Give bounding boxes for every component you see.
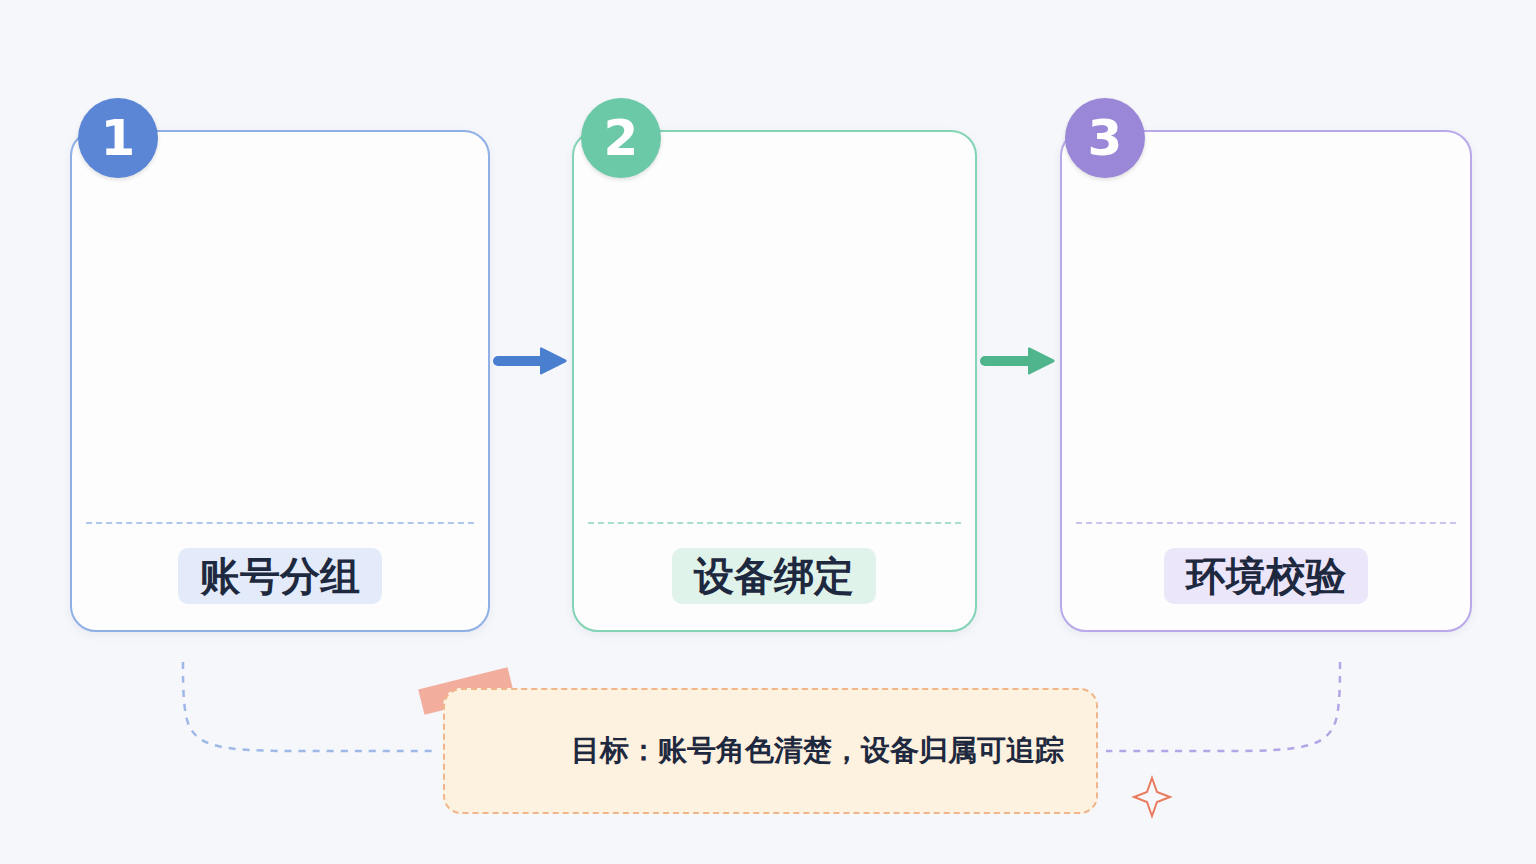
flow-arrow — [985, 356, 1032, 366]
goal-text: 目标：账号角色清楚，设备归属可追踪 — [571, 733, 1064, 768]
step-card: 环境校验3 — [1060, 130, 1472, 632]
flow-arrow — [498, 356, 544, 366]
step-number-text: 2 — [604, 113, 639, 163]
goal-note: 目标：账号角色清楚，设备归属可追踪 — [443, 688, 1098, 814]
dashed-connector — [1106, 662, 1340, 751]
card-separator — [1076, 522, 1456, 524]
step-number-text: 3 — [1088, 113, 1123, 163]
step-title: 账号分组 — [178, 548, 382, 604]
step-title: 设备绑定 — [672, 548, 876, 604]
card-separator — [588, 522, 961, 524]
step-number: 3 — [1065, 98, 1145, 178]
step-card: 设备绑定2 — [572, 130, 977, 632]
goal-note-decoration-shape — [1134, 778, 1170, 816]
step-number: 1 — [78, 98, 158, 178]
dashed-connector — [183, 662, 435, 751]
step-number: 2 — [581, 98, 661, 178]
step-card: 账号分组1 — [70, 130, 490, 632]
step-number-text: 1 — [101, 113, 136, 163]
card-separator — [86, 522, 474, 524]
goal-note-decoration — [418, 667, 1170, 816]
step-title: 环境校验 — [1164, 548, 1368, 604]
